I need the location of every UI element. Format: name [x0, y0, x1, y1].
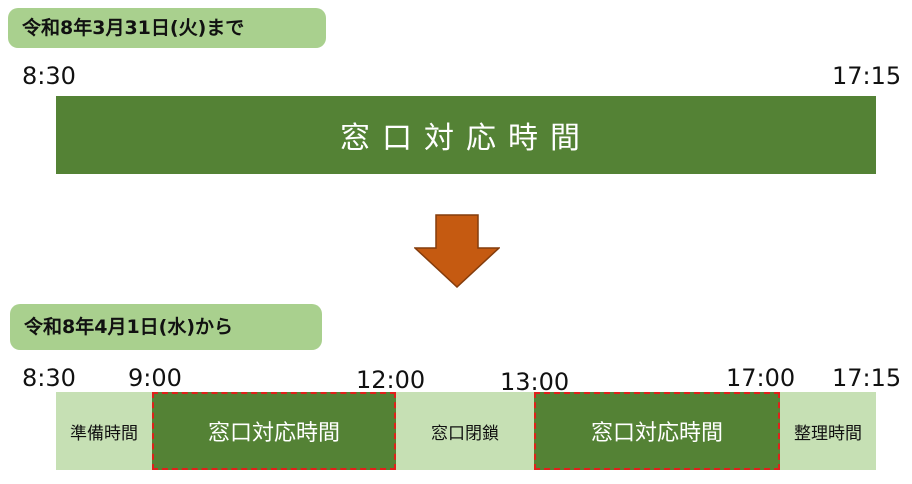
- afternoon-service-label: 窓口対応時間: [590, 421, 723, 446]
- before-date-label: 令和8年3月31日(火)まで: [8, 8, 326, 48]
- after-time-0830: 8:30: [22, 364, 76, 392]
- prep-time-segment: 準備時間: [56, 392, 152, 470]
- after-date-label: 令和8年4月1日(水)から: [10, 304, 322, 350]
- after-time-1700: 17:00: [726, 364, 796, 392]
- window-closed-segment: 窓口閉鎖: [396, 392, 534, 470]
- after-time-0900: 9:00: [128, 364, 182, 392]
- afternoon-service-segment: 窓口対応時間: [534, 392, 780, 470]
- after-time-1200: 12:00: [356, 366, 426, 394]
- window-closed-label: 窓口閉鎖: [431, 423, 499, 444]
- before-end-time: 17:15: [832, 62, 902, 90]
- before-service-hours-bar: 窓口対応時間: [56, 96, 876, 174]
- before-service-hours-label: 窓口対応時間: [340, 121, 592, 156]
- down-arrow-icon: [414, 214, 500, 288]
- cleanup-time-label: 整理時間: [794, 423, 862, 444]
- morning-service-label: 窓口対応時間: [207, 421, 340, 446]
- after-time-1300: 13:00: [500, 368, 570, 396]
- before-start-time: 8:30: [22, 62, 76, 90]
- prep-time-label: 準備時間: [70, 423, 138, 444]
- cleanup-time-segment: 整理時間: [780, 392, 876, 470]
- after-time-1715: 17:15: [832, 364, 902, 392]
- morning-service-segment: 窓口対応時間: [152, 392, 396, 470]
